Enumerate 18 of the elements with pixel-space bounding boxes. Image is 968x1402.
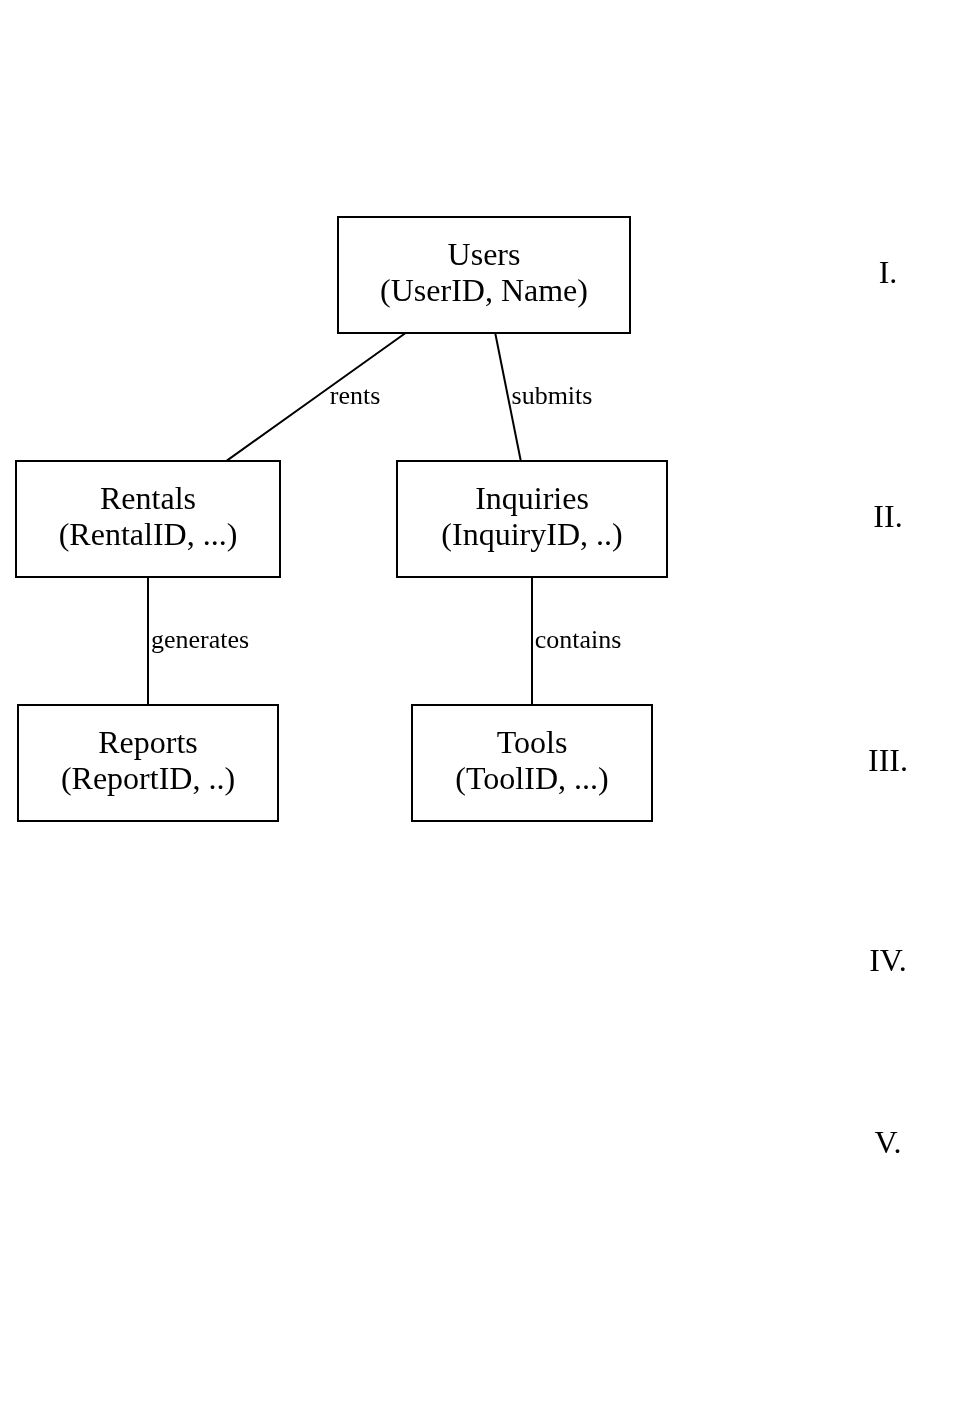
node-box: Rentals (RentalID, ...) — [15, 460, 281, 578]
connector — [147, 576, 149, 706]
label: V. — [874, 1123, 902, 1160]
node-box: Tools (ToolID, ...) — [411, 704, 653, 822]
edge-label: submits — [511, 380, 593, 410]
edge-label: rents — [329, 380, 381, 410]
label: III. — [868, 741, 908, 778]
connector — [225, 332, 407, 462]
label: IV. — [869, 941, 907, 978]
label: II. — [873, 497, 903, 534]
edge-label: generates — [150, 624, 250, 654]
connector — [531, 576, 533, 706]
node-box: Users (UserID, Name) — [337, 216, 631, 334]
node-box: Inquiries (InquiryID, ..) — [396, 460, 668, 578]
node-box: Reports (ReportID, ..) — [17, 704, 279, 822]
connector — [494, 332, 522, 462]
label: I. — [878, 253, 898, 290]
edge-label: contains — [534, 624, 622, 654]
